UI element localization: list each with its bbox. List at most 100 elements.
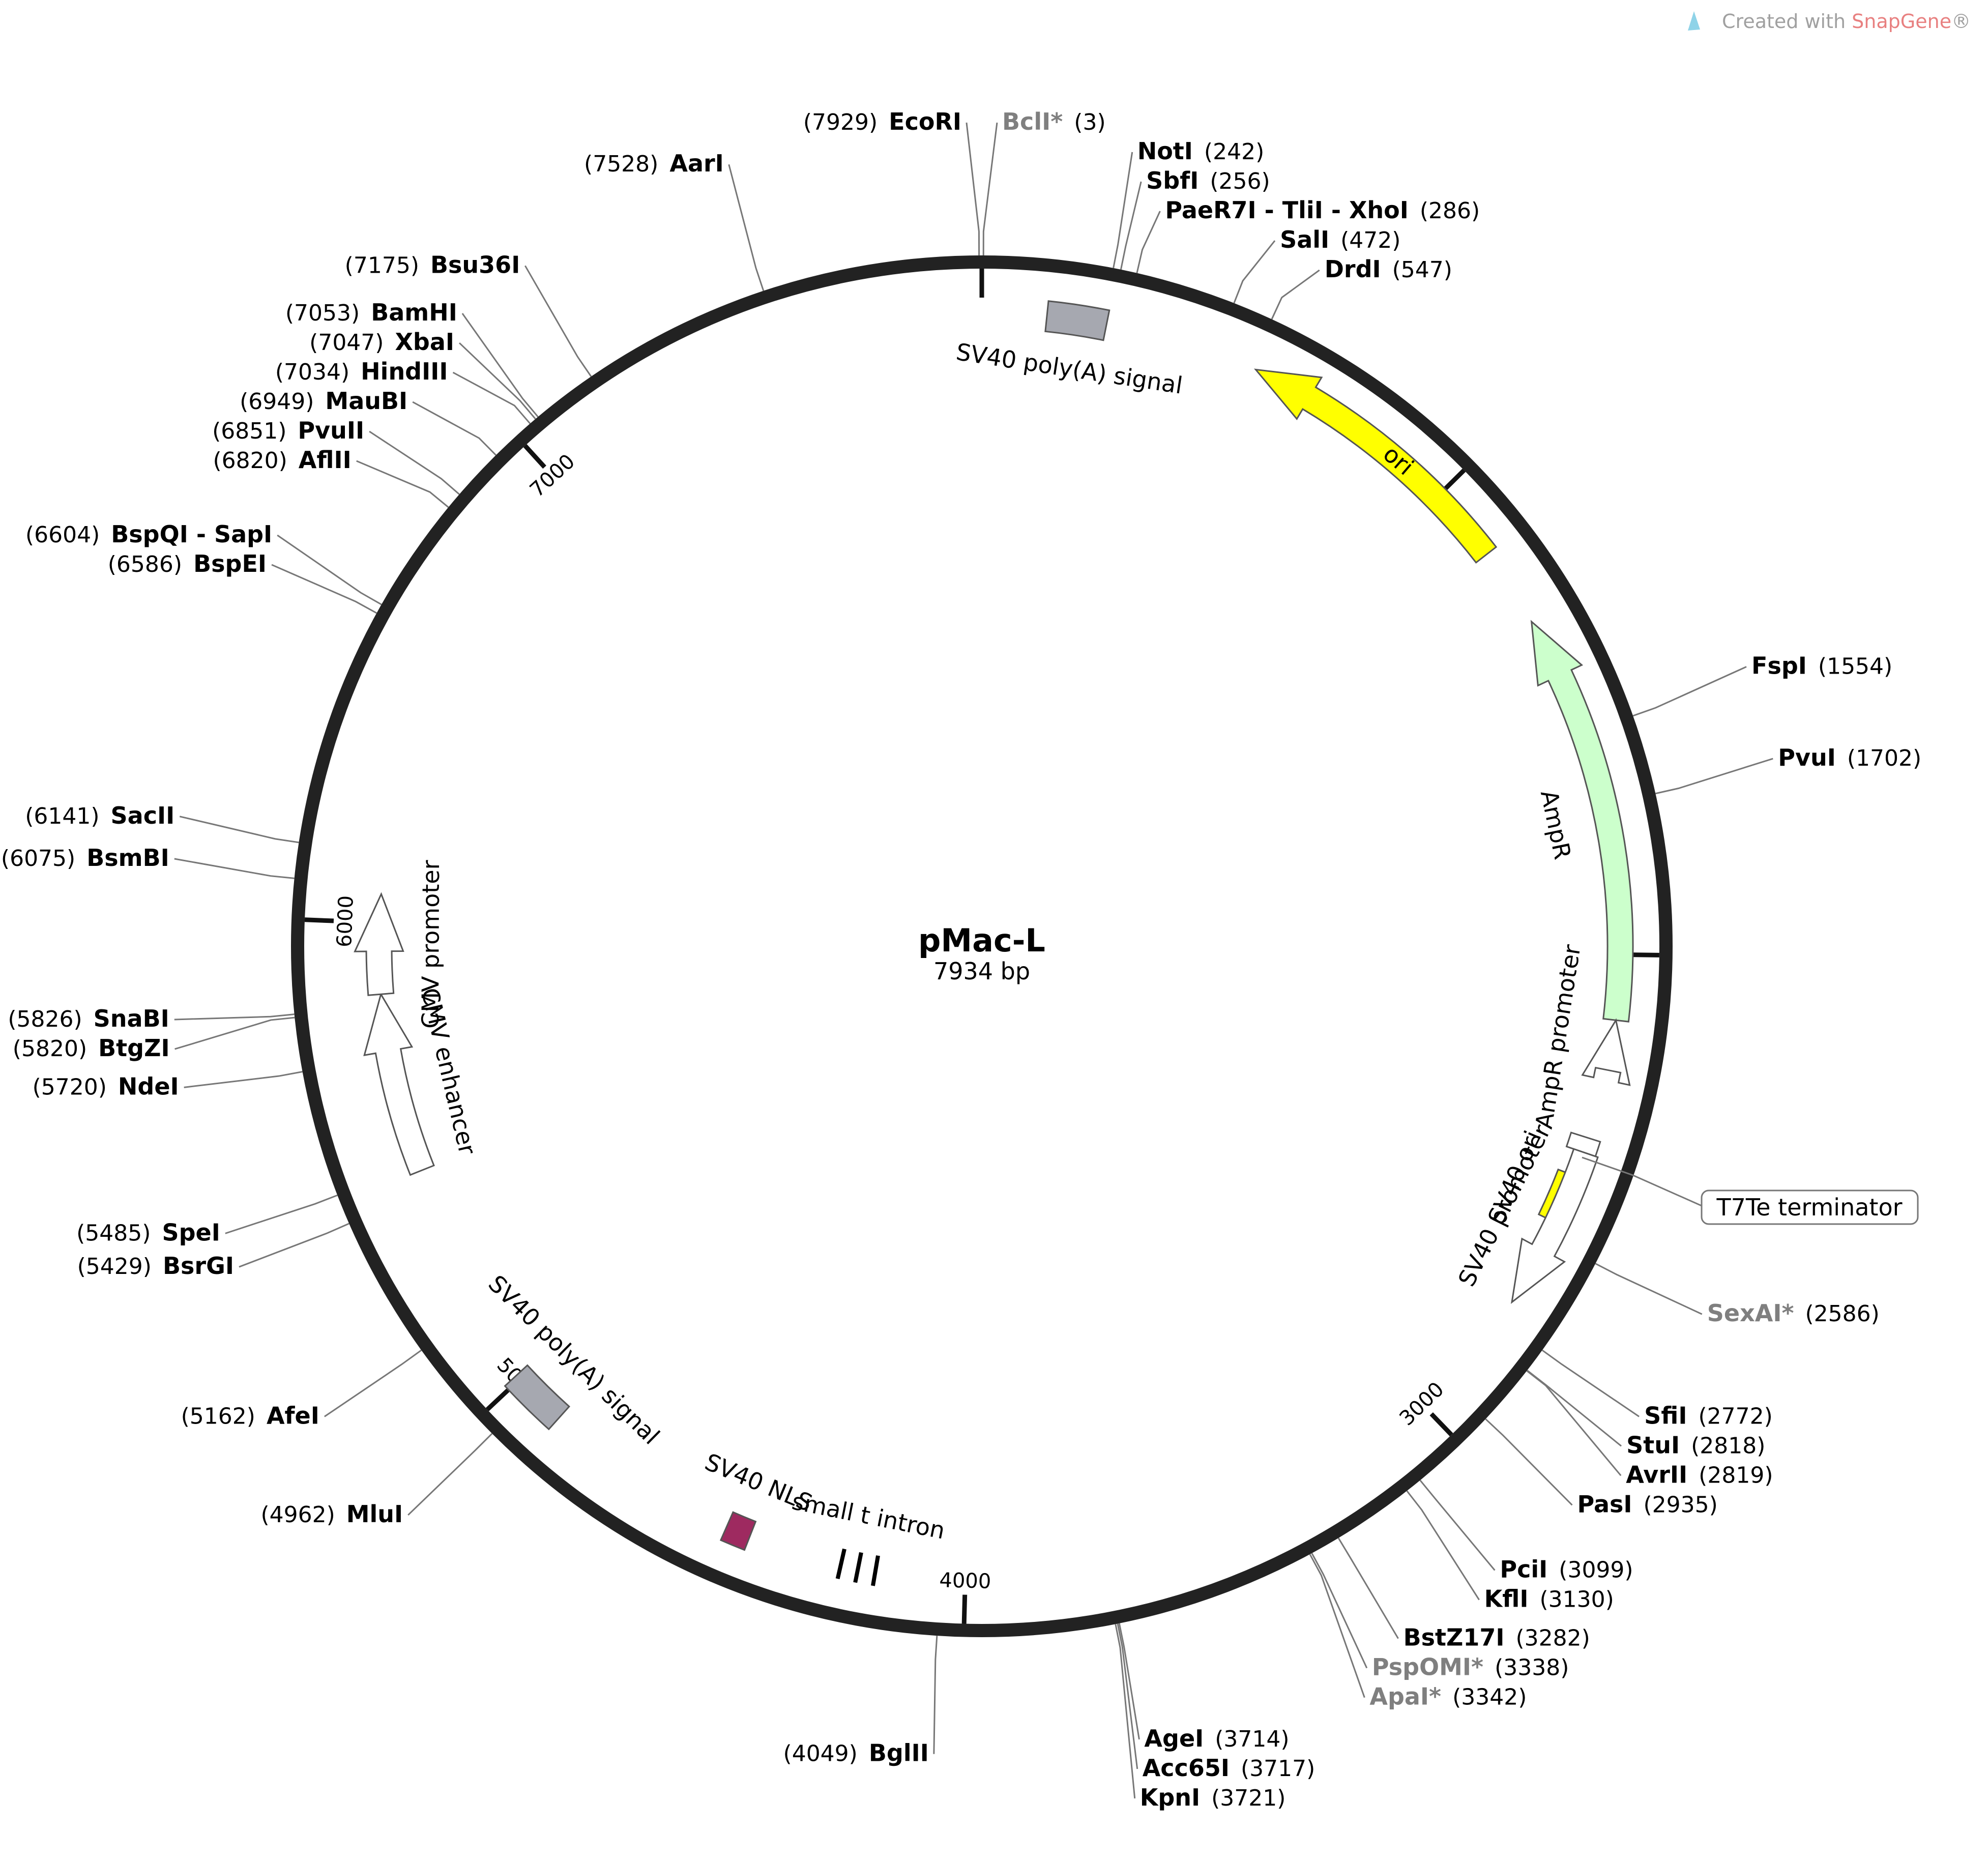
- site-leader: [239, 1223, 349, 1268]
- site-leader: [277, 534, 382, 605]
- feature-label-sv40-poly-a-signal: SV40 poly(A) signal: [954, 338, 1184, 399]
- site-leader: [1233, 240, 1276, 304]
- site-position: (2818): [1691, 1433, 1765, 1459]
- site-name: PvuI: [1778, 744, 1836, 771]
- site-name: BspQI - SapI: [111, 520, 272, 548]
- site-position: (6586): [108, 551, 182, 577]
- site-name: SfiI: [1644, 1402, 1687, 1429]
- site-position: (3714): [1215, 1726, 1289, 1752]
- plasmid-backbone: [291, 255, 1673, 1637]
- site-label-bcli: BclI*(3): [1002, 108, 1106, 135]
- site-label-bsmbi: (6075) BsmBI: [1, 844, 169, 872]
- site-leader: [1337, 1537, 1399, 1639]
- site-leader: [966, 122, 980, 256]
- site-leader: [1118, 1623, 1140, 1740]
- site-name: ApaI*: [1369, 1683, 1441, 1710]
- site-label-bsu36i: (7175)Bsu36I: [345, 251, 520, 278]
- site-label-pcii: PciI (3099): [1500, 1556, 1633, 1583]
- site-label-maubi: (6949)MauBI: [240, 387, 407, 415]
- tick-label: 4000: [939, 1568, 991, 1593]
- site-leader: [225, 1194, 338, 1234]
- site-name: PciI: [1500, 1556, 1547, 1583]
- site-leader: [174, 858, 295, 879]
- site-name: SbfI: [1146, 167, 1198, 194]
- site-label-kpni: KpnI(3721): [1140, 1784, 1286, 1811]
- site-label-xbai: (7047)XbaI: [309, 328, 454, 356]
- site-position: (4962): [260, 1502, 335, 1528]
- site-label-acc65i: Acc65I(3717): [1143, 1754, 1315, 1782]
- site-name: AvrII: [1626, 1461, 1687, 1488]
- site-leader: [1117, 1623, 1138, 1769]
- feature-cmv-enhancer-arrow: [363, 992, 435, 1176]
- site-name: BsrGI: [163, 1252, 234, 1280]
- feature-label-cmv-promoter: CMV promoter: [417, 860, 445, 1029]
- site-label-sacii: (6141)SacII: [25, 802, 174, 829]
- site-leader: [1406, 1490, 1480, 1601]
- site-position: (3099): [1559, 1557, 1633, 1583]
- site-name: NotI: [1137, 137, 1193, 165]
- site-leader: [1419, 1479, 1496, 1571]
- t7te-label-box: [1701, 1189, 1919, 1225]
- site-leader: [933, 1636, 938, 1754]
- t7te-label-text: T7Te terminator: [1716, 1194, 1902, 1221]
- site-name: PasI: [1577, 1490, 1632, 1518]
- site-label-sbfi: SbfI (256): [1146, 167, 1270, 194]
- site-position: (5485): [76, 1220, 151, 1246]
- site-label-pvuii: (6851)PvuII: [212, 417, 364, 444]
- site-position: (5820): [13, 1036, 87, 1062]
- site-name: AgeI: [1144, 1725, 1204, 1752]
- site-leader: [1113, 152, 1133, 269]
- site-position: (6075): [1, 846, 75, 872]
- site-label-snabi: (5826)SnaBI: [8, 1005, 169, 1032]
- site-name: SpeI: [162, 1218, 220, 1246]
- site-position: (6604): [25, 522, 100, 548]
- site-position: (3130): [1540, 1587, 1614, 1613]
- t7te-leader: [1582, 1156, 1702, 1207]
- site-name: NdeI: [118, 1072, 179, 1100]
- site-name: Bsu36I: [430, 251, 520, 278]
- site-position: (3342): [1452, 1684, 1527, 1710]
- site-label-sexai: SexAI*(2586): [1707, 1299, 1880, 1327]
- site-leader: [458, 342, 536, 420]
- sites-layer: BclI*(3)NotI(242)SbfI(256)PaeR7I - TliI …: [1, 108, 1921, 1811]
- site-name: PaeR7I - TliI - XhoI: [1165, 196, 1408, 224]
- site-leader: [324, 1349, 422, 1417]
- site-leader: [461, 313, 539, 418]
- site-name: AarI: [669, 150, 723, 177]
- site-leader: [174, 1013, 295, 1021]
- site-label-paer7i-tlii-xhoi: PaeR7I - TliI - XhoI(286): [1165, 196, 1480, 224]
- site-label-ecori: (7929)EcoRI: [803, 108, 961, 135]
- site-name: BglII: [869, 1739, 929, 1767]
- plasmid-name: pMac-L: [918, 922, 1045, 959]
- site-label-apai: ApaI* (3342): [1369, 1683, 1527, 1710]
- site-label-bspei: (6586)BspEI: [108, 550, 267, 577]
- tick-mark: [1429, 1412, 1453, 1437]
- site-label-aflii: (6820)AflII: [213, 446, 351, 474]
- site-position: (7047): [309, 330, 384, 356]
- site-label-bamhi: (7053)BamHI: [285, 299, 457, 326]
- site-label-fspi: FspI(1554): [1751, 652, 1892, 680]
- site-label-agei: AgeI (3714): [1144, 1725, 1289, 1752]
- site-position: (256): [1210, 168, 1270, 194]
- site-label-aari: (7528)AarI: [584, 150, 724, 177]
- site-position: (3): [1074, 109, 1105, 135]
- site-leader: [174, 1016, 295, 1050]
- site-position: (547): [1392, 257, 1452, 283]
- site-leader: [1541, 1349, 1640, 1417]
- site-position: (6141): [25, 803, 99, 829]
- site-name: BsmBI: [86, 844, 169, 872]
- tick-mark: [304, 917, 334, 923]
- site-position: (2586): [1805, 1301, 1880, 1327]
- site-position: (5162): [181, 1403, 255, 1429]
- site-name: MauBI: [325, 387, 407, 415]
- site-label-pspomi: PspOMI*(3338): [1372, 1653, 1569, 1681]
- feature-sv40-poly-a-signal-box: [504, 1364, 571, 1431]
- snapgene-logo-icon: [1688, 11, 1700, 31]
- site-label-hindiii: (7034)HindIII: [275, 358, 448, 385]
- site-leader: [271, 564, 377, 614]
- site-position: (2819): [1699, 1462, 1773, 1488]
- site-label-bglii: (4049)BglII: [783, 1739, 929, 1767]
- site-leader: [1115, 1624, 1136, 1799]
- site-label-spei: (5485) SpeI: [76, 1218, 220, 1246]
- site-name: FspI: [1751, 652, 1807, 680]
